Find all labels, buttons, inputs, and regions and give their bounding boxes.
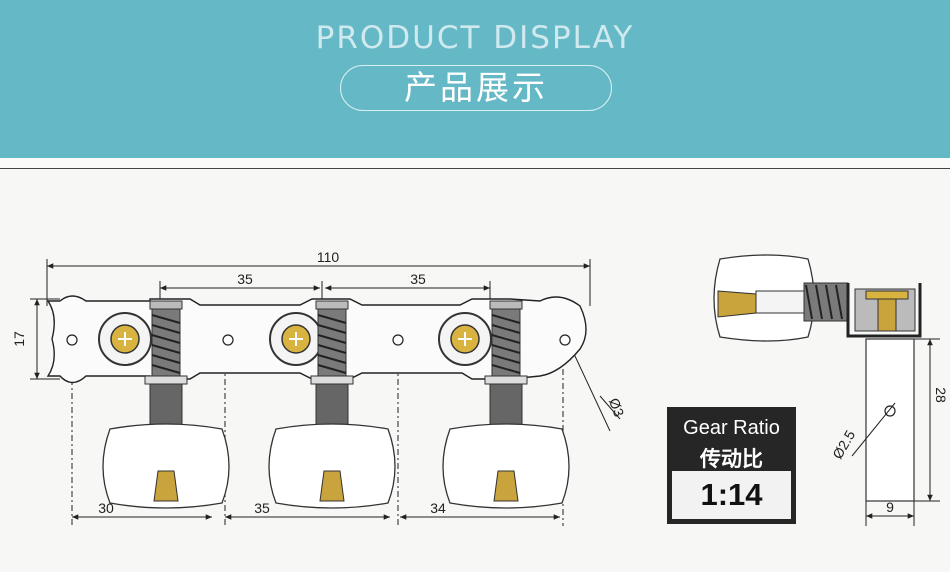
dimension-lines [30, 259, 621, 526]
mount-hole-left [66, 334, 78, 346]
banner-pill-outline [340, 65, 612, 111]
dim-plate-height: 17 [11, 331, 27, 347]
dim-side-hole: Ø2.5 [829, 427, 858, 461]
mount-hole-2 [222, 334, 234, 346]
side-view [713, 254, 922, 502]
drawing-panel: 110 35 35 17 Ø3 30 35 34 28 Ø2.5 9 [0, 168, 950, 572]
banner: PRODUCT DISPLAY 产品展示 [0, 0, 950, 158]
tuner-knob-1 [102, 423, 230, 509]
gear-ratio-value: 1:14 [700, 477, 763, 512]
dim-side-height: 28 [933, 387, 949, 403]
gear-ratio-label-zh: 传动比 [700, 446, 763, 471]
banner-title: PRODUCT DISPLAY [315, 20, 635, 56]
technical-drawing: 110 35 35 17 Ø3 30 35 34 28 Ø2.5 9 [11, 249, 949, 526]
gear-ratio-label-en: Gear Ratio [683, 417, 780, 439]
dim-knob-offset: 30 [98, 500, 114, 516]
dim-span-left: 35 [237, 271, 253, 287]
dim-span-right: 35 [410, 271, 426, 287]
dim-side-width: 9 [886, 499, 894, 515]
gear-3 [438, 312, 492, 366]
dim-knob-spacing-right: 34 [430, 500, 446, 516]
gear-2 [269, 312, 323, 366]
gear-ratio-value-bg [672, 471, 791, 519]
dim-knob-spacing-left: 35 [254, 500, 270, 516]
mount-hole-3 [392, 334, 404, 346]
gear-ratio-badge: Gear Ratio 传动比 1:14 [667, 407, 796, 524]
dim-hole-diameter: Ø3 [606, 396, 627, 419]
tuner-knob-3 [442, 423, 570, 509]
tuner-knob-2 [268, 423, 396, 509]
mount-hole-right [559, 334, 571, 346]
banner-subtitle: 产品展示 [404, 68, 548, 107]
dim-overall-width: 110 [317, 249, 340, 265]
gear-1 [98, 312, 152, 366]
